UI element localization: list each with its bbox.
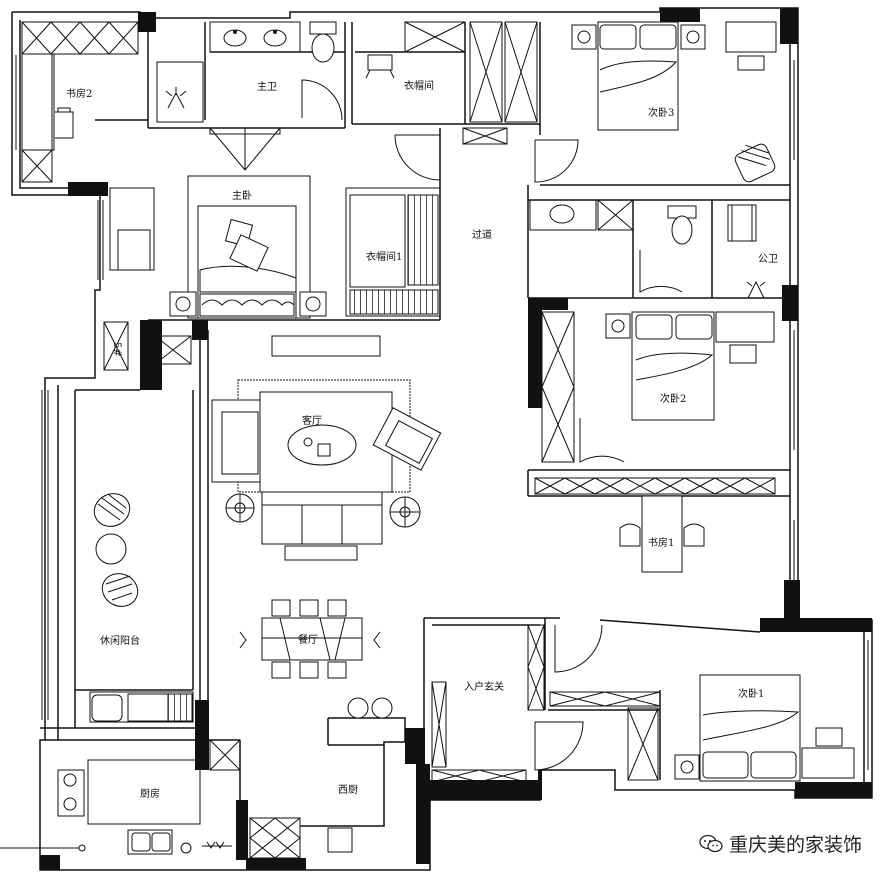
watermark-text: 重庆美的家装饰 xyxy=(728,834,862,856)
room-labels: 书房2 主卫 衣帽间 次卧3 主卧 衣帽间1 过道 公卫 次卧2 客厅 书房1 … xyxy=(66,79,778,800)
wechat-icon xyxy=(699,834,723,854)
label-bedroom3: 次卧3 xyxy=(648,106,674,119)
label-master-bedroom: 主卧 xyxy=(232,189,252,202)
furniture xyxy=(21,21,855,855)
label-cloakroom1: 衣帽间1 xyxy=(366,250,402,263)
label-kitchen: 厨房 xyxy=(140,787,160,800)
label-public-bath: 公卫 xyxy=(758,254,778,265)
doors xyxy=(301,79,683,771)
label-5: 5# xyxy=(111,342,122,357)
label-study2: 书房2 xyxy=(66,87,92,100)
label-dining: 餐厅 xyxy=(298,633,318,646)
watermark: 重庆美的家装饰 xyxy=(699,830,862,857)
label-balcony: 休闲阳台 xyxy=(100,634,140,647)
label-bedroom2: 次卧2 xyxy=(660,392,686,405)
windows xyxy=(11,55,869,770)
label-master-bath: 主卫 xyxy=(257,81,277,93)
label-western-kitchen: 西厨 xyxy=(338,784,358,796)
label-living-room: 客厅 xyxy=(302,414,322,427)
label-entrance: 入户玄关 xyxy=(464,680,504,693)
label-study1: 书房1 xyxy=(648,536,674,549)
label-bedroom1: 次卧1 xyxy=(738,687,764,700)
label-corridor: 过道 xyxy=(472,228,492,241)
label-cloakroom: 衣帽间 xyxy=(404,79,434,92)
wardrobes xyxy=(21,21,776,859)
